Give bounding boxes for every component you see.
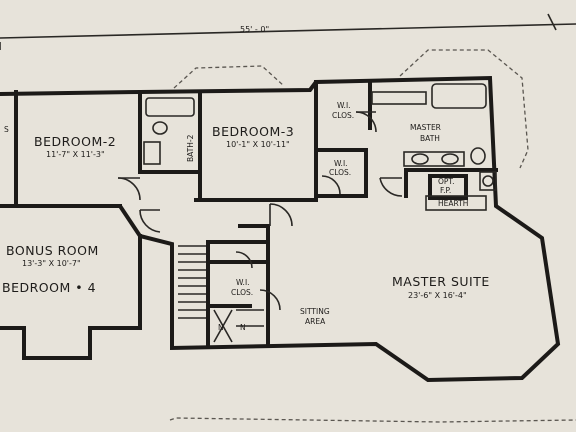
master-suite-size: 23'-6" X 16'-4" <box>408 291 467 300</box>
fireplace-label-line1: OPT. <box>438 177 455 186</box>
exterior-walls <box>0 75 561 383</box>
sitting-area-label-line1: SITTING <box>300 307 330 316</box>
lower-dashed-outline <box>169 417 576 423</box>
door-swings <box>117 111 403 311</box>
overall-dimension-line: 55' - 0" <box>0 13 576 50</box>
bay-window-outline-top <box>173 65 285 89</box>
overall-dimension-label: 55' - 0" <box>240 25 269 34</box>
sitting-area-label-line2: AREA <box>305 317 326 326</box>
wi-closet-a-line1: W.I. <box>337 101 351 110</box>
hearth-label: HEARTH <box>438 199 468 208</box>
bonus-room-label: BONUS ROOM <box>6 243 99 258</box>
bedroom-4-label: BEDROOM • 4 <box>2 280 96 295</box>
bath-2-label: BATH-2 <box>186 134 195 162</box>
master-bath-label-line1: MASTER <box>410 123 441 132</box>
staircase <box>178 245 264 343</box>
bath-2-fixtures <box>143 97 195 165</box>
bedroom-2-label: BEDROOM-2 <box>34 134 116 149</box>
interior-walls <box>0 80 498 348</box>
master-bath-label-line2: BATH <box>420 134 440 143</box>
wi-closet-c-line2: CLOS. <box>231 288 253 297</box>
wi-closet-b-line1: W.I. <box>334 159 348 168</box>
master-suite-label: MASTER SUITE <box>392 274 490 289</box>
wi-closet-a-line2: CLOS. <box>332 111 354 120</box>
bay-window-outline-right <box>399 49 529 169</box>
wi-closet-c-line1: W.I. <box>236 278 250 287</box>
bonus-room-size: 13'-3" X 10'-7" <box>22 259 81 268</box>
fireplace-label-line2: F.P. <box>440 186 451 195</box>
bedroom-3-size: 10'-1" X 10'-11" <box>226 140 290 149</box>
bedroom-3-label: BEDROOM-3 <box>212 124 294 139</box>
wi-closet-b-line2: CLOS. <box>329 168 351 177</box>
stair-mark-2: N <box>240 323 246 332</box>
bedroom-2-size: 11'-7" X 11'-3" <box>46 150 105 159</box>
master-bath-fixtures <box>371 83 497 191</box>
partial-left-label: S <box>4 125 9 134</box>
fireplace-group <box>425 174 487 211</box>
stair-mark-1: N <box>218 323 224 332</box>
